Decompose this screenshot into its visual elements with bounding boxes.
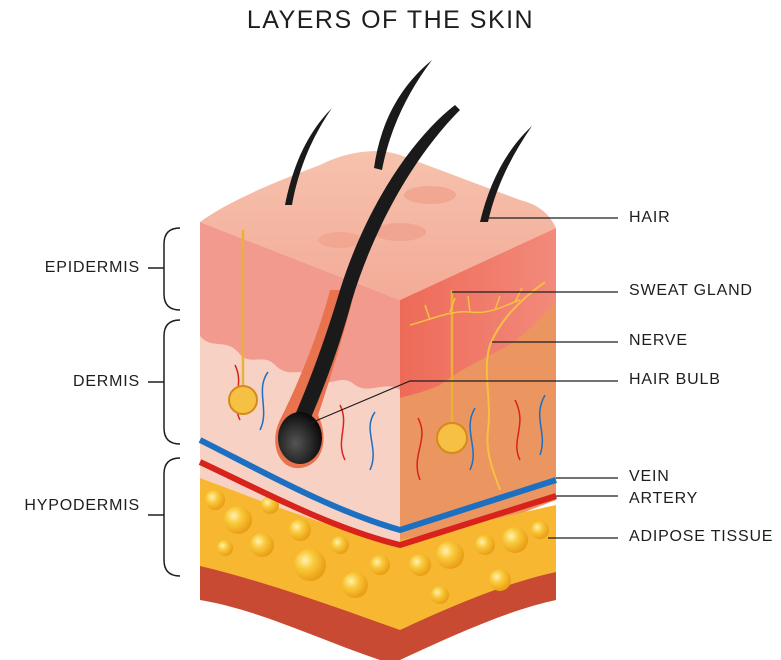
label-hair-bulb: HAIR BULB bbox=[629, 371, 721, 389]
label-hair: HAIR bbox=[629, 209, 670, 227]
label-adipose-tissue: ADIPOSE TISSUE bbox=[629, 528, 773, 546]
label-artery: ARTERY bbox=[629, 490, 698, 508]
hypodermis-bracket bbox=[148, 458, 180, 576]
left-brackets bbox=[148, 228, 180, 576]
label-sweat-gland: SWEAT GLAND bbox=[629, 282, 753, 300]
epidermis-bracket bbox=[148, 228, 180, 310]
right-face bbox=[400, 228, 556, 660]
label-vein: VEIN bbox=[629, 468, 670, 486]
hair-bulb-shape bbox=[278, 412, 322, 464]
label-nerve: NERVE bbox=[629, 332, 688, 350]
label-dermis: DERMIS bbox=[0, 373, 140, 391]
label-epidermis: EPIDERMIS bbox=[0, 259, 140, 277]
label-hypodermis: HYPODERMIS bbox=[0, 497, 140, 515]
dermis-bracket bbox=[148, 320, 180, 444]
